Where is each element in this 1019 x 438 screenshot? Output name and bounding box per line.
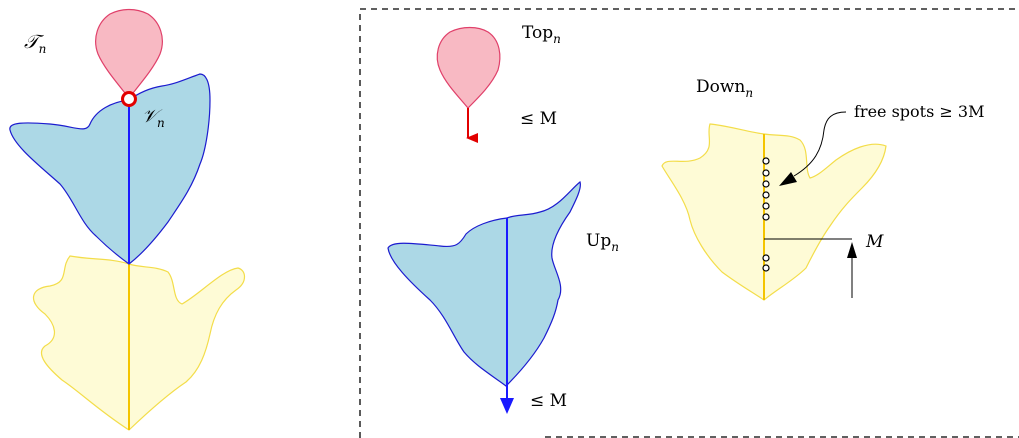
top-piece: Topn ≤ M: [436, 23, 561, 143]
free-spot: [762, 191, 770, 199]
free-spot: [762, 264, 770, 272]
down-label: Downn: [696, 77, 753, 100]
up-arrow-head: [500, 398, 514, 414]
down-region: [661, 123, 887, 301]
free-spot: [762, 157, 770, 165]
up-bound-label: ≤ M: [530, 391, 567, 411]
up-piece: Upn ≤ M: [387, 180, 619, 414]
m-label: M: [865, 232, 884, 252]
up-label: Upn: [586, 231, 619, 254]
tree-up-region: [9, 73, 211, 265]
tree-vertex-marker: [121, 91, 137, 107]
free-spot: [762, 254, 770, 262]
free-spots-pointer: [793, 111, 847, 177]
tree-down-region: [33, 255, 246, 431]
tree-figure: 𝒯n 𝒱n: [9, 8, 246, 431]
down-piece: M free spots ≥ 3M Downn: [661, 77, 984, 301]
free-spot: [762, 213, 770, 221]
up-region: [387, 180, 581, 387]
free-spot: [762, 169, 770, 177]
free-spot: [762, 202, 770, 210]
free-spots-group: [762, 157, 770, 272]
tree-label: 𝒯n: [24, 31, 46, 56]
free-spots-label: free spots ≥ 3M: [854, 102, 984, 121]
top-region: [436, 26, 501, 109]
top-label: Topn: [522, 23, 561, 46]
m-bracket-arrow-head: [847, 242, 857, 258]
decomposition-frame: [359, 8, 1019, 438]
tree-top-region: [95, 8, 163, 99]
free-spots-pointer-head: [779, 172, 797, 186]
free-spot: [762, 180, 770, 188]
top-bound-label: ≤ M: [520, 109, 557, 129]
